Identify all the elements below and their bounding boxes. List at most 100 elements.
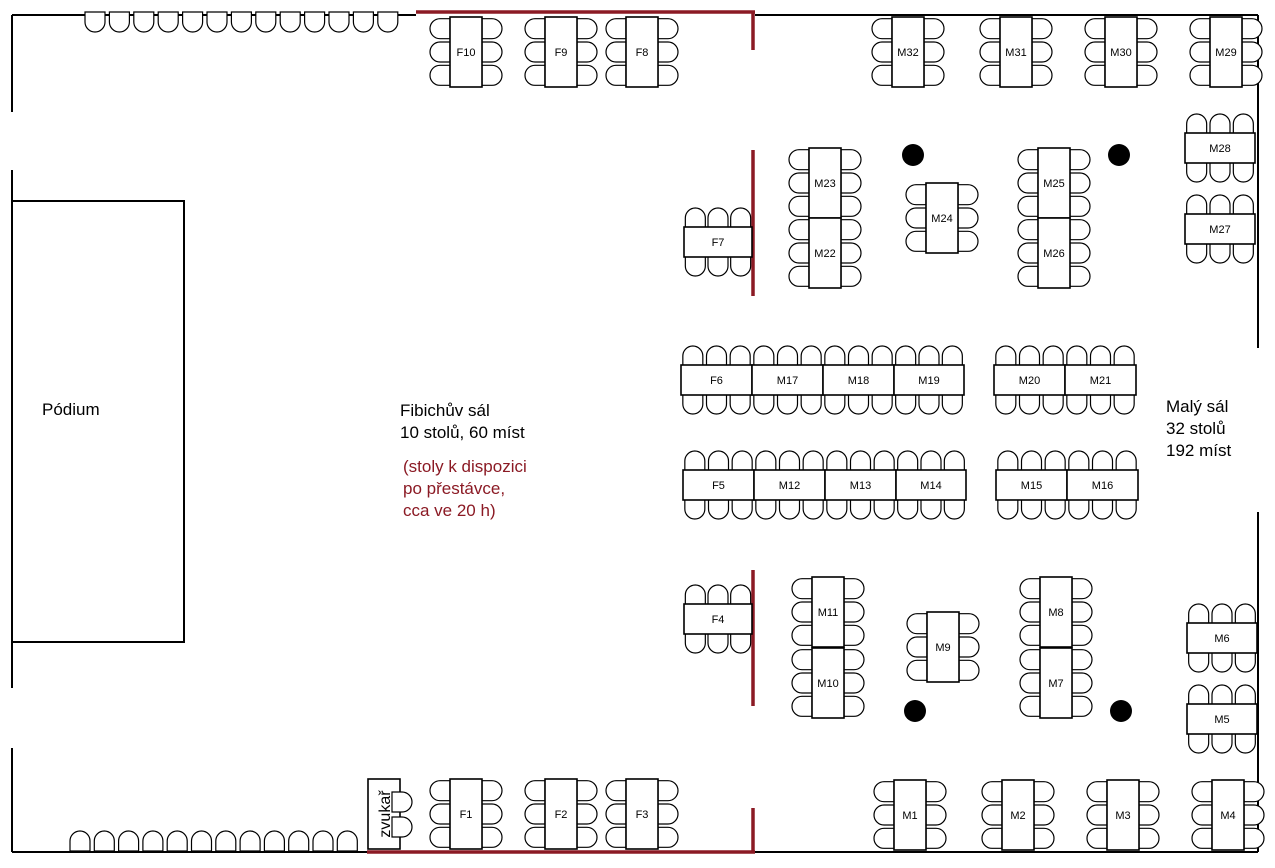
chair (997, 498, 1019, 520)
chair (1189, 18, 1211, 40)
chair (279, 11, 301, 33)
chair (705, 345, 728, 367)
chair (1071, 649, 1093, 671)
chair (729, 345, 751, 367)
chair (843, 649, 865, 671)
chair (1209, 161, 1231, 183)
chair (791, 672, 813, 694)
chair (1086, 781, 1108, 803)
chair (753, 345, 775, 367)
table-label: F4 (712, 614, 725, 626)
table-f7: F7 (683, 226, 753, 258)
table-label: M5 (1214, 714, 1229, 726)
chair (1186, 161, 1208, 183)
table-m4: M4 (1211, 779, 1245, 851)
table-label: M13 (850, 480, 871, 492)
table-label: M22 (814, 248, 835, 260)
chair (920, 450, 942, 472)
chair (849, 498, 872, 520)
chair (707, 632, 729, 654)
chair (943, 450, 965, 472)
table-top (999, 16, 1033, 88)
table-top (449, 16, 483, 88)
fibich-hall-info: Fibichův sál 10 stolů, 60 míst (400, 400, 525, 444)
table-top (1184, 132, 1256, 164)
chair (1136, 64, 1158, 86)
chair (684, 632, 706, 654)
chair (1068, 498, 1090, 520)
table-label: M19 (918, 375, 939, 387)
table-f2: F2 (544, 778, 578, 850)
table-label: F5 (712, 480, 725, 492)
chair (843, 624, 865, 646)
table-label: M1 (902, 810, 917, 822)
chair (705, 393, 728, 415)
chair (1188, 732, 1210, 754)
table-top (544, 16, 578, 88)
chair (873, 498, 895, 520)
table-m28: M28 (1184, 132, 1256, 164)
fibich-hall-title: Fibichův sál (400, 401, 490, 420)
chair (788, 149, 810, 171)
chair (1069, 219, 1091, 241)
table-top (893, 779, 927, 851)
chair (925, 804, 947, 826)
chair (684, 255, 706, 277)
chair (1017, 149, 1039, 171)
chair (1071, 578, 1093, 600)
chair (657, 18, 679, 40)
chair (576, 41, 598, 63)
chair (1086, 804, 1108, 826)
chair (605, 41, 627, 63)
chair (906, 636, 928, 658)
chair (1138, 827, 1160, 849)
table-m15: M15 (995, 469, 1068, 501)
table-top (1186, 622, 1258, 654)
chair (1091, 498, 1114, 520)
chair (1017, 265, 1039, 287)
table-m17: M17 (751, 364, 824, 396)
chair (1234, 684, 1256, 706)
table-top (544, 778, 578, 850)
table-top (753, 469, 826, 501)
chair (1113, 345, 1135, 367)
table-top (449, 778, 483, 850)
pillar (904, 700, 926, 722)
chair (524, 64, 546, 86)
chair (657, 803, 679, 825)
chair (1071, 672, 1093, 694)
chair (981, 781, 1003, 803)
table-label: M3 (1115, 810, 1130, 822)
table-label: F1 (460, 809, 473, 821)
chair (1243, 827, 1265, 849)
table-m32: M32 (891, 16, 925, 88)
chair (1211, 684, 1233, 706)
chair (730, 584, 752, 606)
chair (1017, 219, 1039, 241)
table-label: M12 (779, 480, 800, 492)
table-m29: M29 (1209, 16, 1243, 88)
table-top (1037, 147, 1071, 219)
chair (1019, 578, 1041, 600)
chair (230, 11, 252, 33)
sound-booth: zvukař (367, 778, 401, 850)
chair (429, 826, 451, 848)
chair (1211, 651, 1233, 673)
chair (142, 830, 164, 852)
chair (847, 393, 870, 415)
chair (524, 826, 546, 848)
chair (800, 345, 822, 367)
chair (182, 11, 204, 33)
table-top (1186, 703, 1258, 735)
chair (657, 780, 679, 802)
table-f1: F1 (449, 778, 483, 850)
chair (802, 498, 824, 520)
table-label: M18 (848, 375, 869, 387)
chair (840, 195, 862, 217)
table-label: M20 (1019, 375, 1040, 387)
chair (1044, 450, 1066, 472)
chair (788, 242, 810, 264)
table-f9: F9 (544, 16, 578, 88)
table-label: M31 (1005, 47, 1026, 59)
table-top (993, 364, 1066, 396)
